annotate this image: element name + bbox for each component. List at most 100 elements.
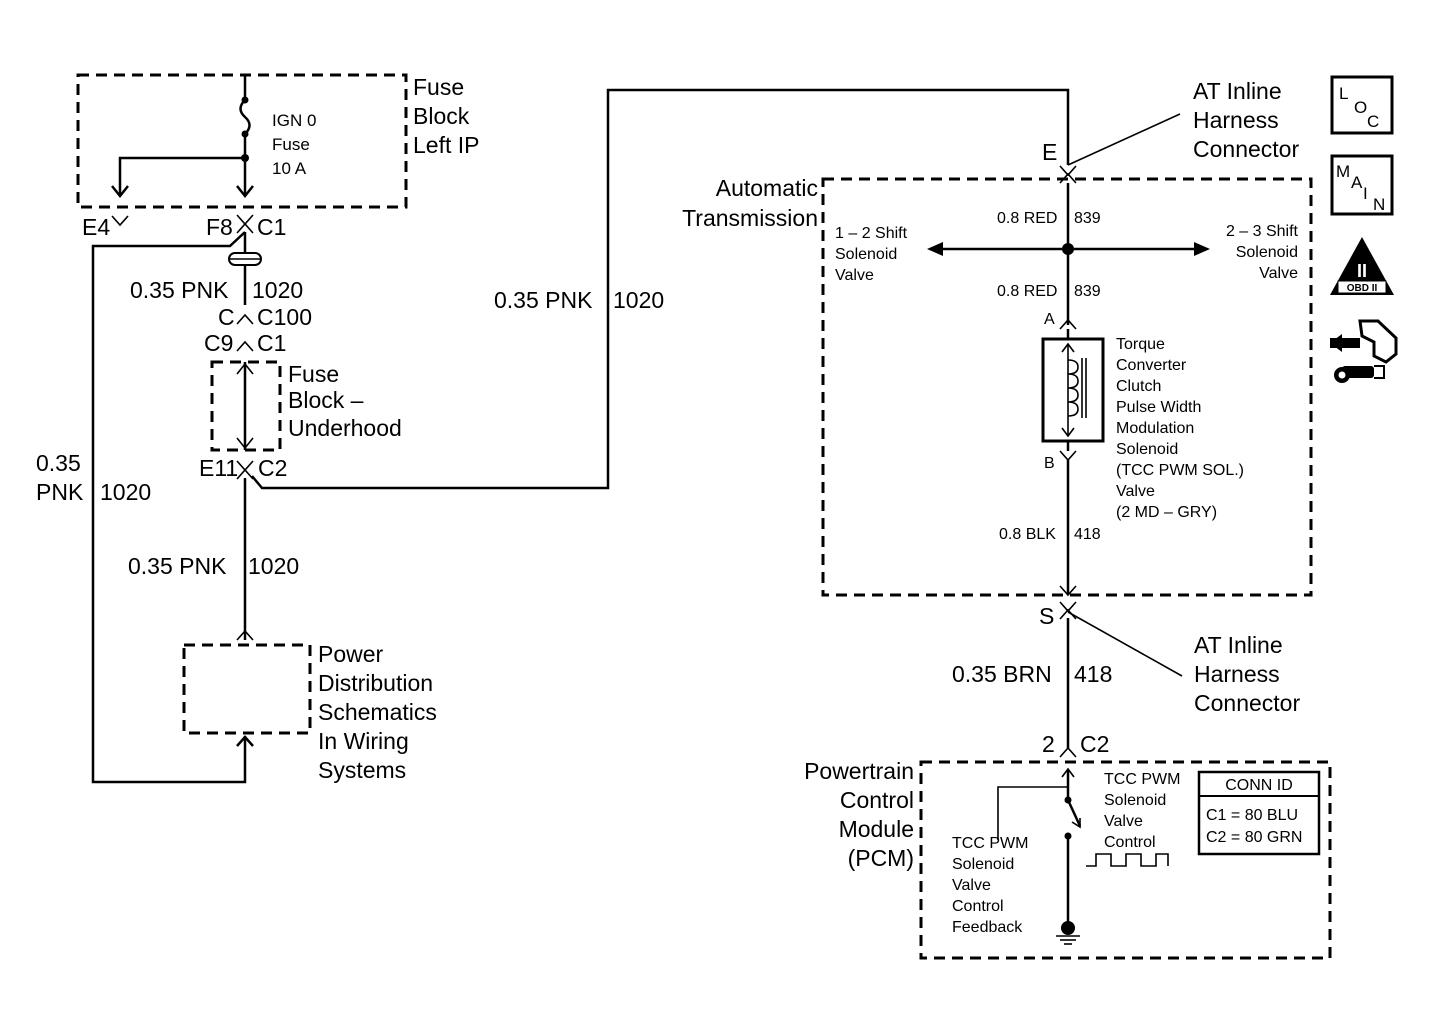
fuse-block-underhood-title-1: Fuse: [288, 361, 339, 387]
power-distribution-label-1: Power: [318, 641, 384, 667]
connector-c100-label: C100: [257, 304, 312, 330]
wire-pnk-a-circuit: 1020: [252, 277, 303, 303]
shift-12-label-3: Valve: [835, 267, 874, 284]
pcm-feedback-label-4: Control: [952, 898, 1004, 915]
wire-red-top-gauge: 0.8 RED: [997, 210, 1057, 227]
pwm-waveform-icon: [1086, 853, 1169, 867]
connector-c1-top-label: C1: [257, 214, 286, 240]
pcm-control-label-3: Valve: [1104, 813, 1143, 830]
tcc-label-4: Pulse Width: [1116, 399, 1201, 416]
power-distribution-label-3: Schematics: [318, 699, 437, 725]
tcc-label-5: Modulation: [1116, 420, 1194, 437]
connector-c-label: C: [218, 304, 235, 330]
shift-23-label-2: Solenoid: [1236, 244, 1298, 261]
location-icon[interactable]: L O C: [1330, 75, 1394, 135]
wire-1020-loop: [91, 231, 247, 784]
wire-pnk-d-circuit: 1020: [100, 479, 151, 505]
power-distribution-box: Power Distribution Schematics In Wiring …: [182, 641, 437, 783]
wire-pnk-d-gauge: 0.35: [36, 450, 81, 476]
fuse-block-underhood-title-2: Block –: [288, 387, 364, 413]
pcm-feedback-label-5: Feedback: [952, 919, 1023, 936]
conn-id-table: CONN ID C1 = 80 BLU C2 = 80 GRN: [1197, 770, 1321, 856]
svg-text:II: II: [1357, 261, 1367, 281]
wire-brn-gauge: 0.35 BRN: [952, 661, 1052, 687]
connector-f8-c1: F8 C1: [206, 214, 286, 240]
fuse-block-left-ip-title-2: Block: [413, 103, 470, 129]
tcc-label-7: (TCC PWM SOL.): [1116, 462, 1244, 479]
pin-a-label: A: [1044, 311, 1055, 328]
connector-c9-label: C9: [204, 330, 233, 356]
tcc-label-8: Valve: [1116, 483, 1155, 500]
fuse-block-left-ip-title-3: Left IP: [413, 132, 479, 158]
svg-text:OBD II: OBD II: [1347, 283, 1378, 294]
automatic-transmission-title-2: Transmission: [682, 205, 818, 231]
fuse-rating-label: 10 A: [272, 159, 307, 178]
connector-f8-label: F8: [206, 214, 233, 240]
conn-id-title: CONN ID: [1225, 777, 1293, 794]
tcc-label-9: (2 MD – GRY): [1116, 504, 1217, 521]
pcm-pin-label: 2: [1042, 731, 1055, 757]
connector-e4-label: E4: [82, 214, 110, 240]
shift-12-label-2: Solenoid: [835, 246, 897, 263]
tcc-label-3: Clutch: [1116, 378, 1161, 395]
fuse-block-underhood-title-3: Underhood: [288, 415, 402, 441]
splice-pack: [228, 252, 262, 266]
connector-c1-mid-label: C1: [257, 330, 286, 356]
conn-id-row-2: C2 = 80 GRN: [1206, 829, 1302, 846]
pcm-connector-c2: 2 C2: [1042, 731, 1109, 758]
tcc-solenoid: [1041, 337, 1105, 443]
pcm-box: Powertrain Control Module (PCM) TCC PWM …: [804, 758, 1332, 960]
fuse-block-left-ip: IGN 0 Fuse 10 A Fuse Block Left IP: [76, 73, 479, 209]
connector-s-label: S: [1039, 603, 1054, 629]
wire-red-bot-circuit: 839: [1074, 283, 1101, 300]
pcm-feedback-label-2: Solenoid: [952, 856, 1014, 873]
at-inline-top-label-2: Harness: [1193, 107, 1279, 133]
connector-c9-c1: C9 C1: [204, 330, 286, 356]
connector-c100: C C100: [218, 304, 312, 330]
connector-c2-left-label: C2: [258, 455, 287, 481]
power-distribution-label-4: In Wiring: [318, 728, 409, 754]
wire-1020-to-transmission: [251, 88, 1070, 490]
connector-e11-c2: E11 C2: [199, 455, 287, 481]
at-inline-top-label-3: Connector: [1193, 136, 1299, 162]
pcm-control-label-1: TCC PWM: [1104, 771, 1180, 788]
wire-pnk-c-gauge: 0.35 PNK: [128, 553, 227, 579]
main-icon[interactable]: M A I N: [1330, 154, 1394, 216]
pcm-feedback-label-1: TCC PWM: [952, 835, 1028, 852]
shift-12-label-1: 1 – 2 Shift: [835, 225, 908, 242]
svg-text:I: I: [1363, 184, 1368, 203]
at-inline-bottom-label-3: Connector: [1194, 690, 1300, 716]
obd-ii-icon[interactable]: II OBD II: [1330, 237, 1394, 295]
fuse-label: Fuse: [272, 135, 310, 154]
pcm-title-4: (PCM): [848, 845, 914, 871]
pin-b-label: B: [1044, 455, 1055, 472]
pcm-connector-label: C2: [1080, 731, 1109, 757]
fuse-block-underhood: Fuse Block – Underhood: [210, 360, 402, 452]
wire-brn-circuit: 418: [1074, 661, 1112, 687]
wire-pnk-c-circuit: 1020: [248, 553, 299, 579]
at-inline-connector-bottom: S AT Inline Harness Connector: [1039, 601, 1300, 716]
pcm-control-label-2: Solenoid: [1104, 792, 1166, 809]
wire-red-top-circuit: 839: [1074, 210, 1101, 227]
power-distribution-label-5: Systems: [318, 757, 406, 783]
svg-text:C: C: [1367, 112, 1379, 131]
connector-tool-icon[interactable]: [1330, 319, 1398, 383]
wire-pnk-d-color: PNK: [36, 479, 84, 505]
shift-23-label-1: 2 – 3 Shift: [1226, 223, 1299, 240]
svg-text:N: N: [1373, 195, 1385, 214]
at-inline-bottom-label-1: AT Inline: [1194, 632, 1283, 658]
tcc-label-2: Converter: [1116, 357, 1187, 374]
pcm-title-3: Module: [839, 816, 914, 842]
fuse-block-left-ip-title-1: Fuse: [413, 74, 464, 100]
automatic-transmission-title-1: Automatic: [716, 175, 818, 201]
wire-pnk-b-circuit: 1020: [613, 287, 664, 313]
at-inline-top-label-1: AT Inline: [1193, 78, 1282, 104]
pcm-title-2: Control: [840, 787, 914, 813]
power-distribution-label-2: Distribution: [318, 670, 433, 696]
automatic-transmission-box: Automatic Transmission 0.8 RED 839 0.8 R…: [682, 175, 1313, 597]
pcm-control-label-4: Control: [1104, 834, 1156, 851]
pcm-feedback-label-3: Valve: [952, 877, 991, 894]
svg-text:O: O: [1354, 98, 1367, 117]
pcm-title-1: Powertrain: [804, 758, 914, 784]
